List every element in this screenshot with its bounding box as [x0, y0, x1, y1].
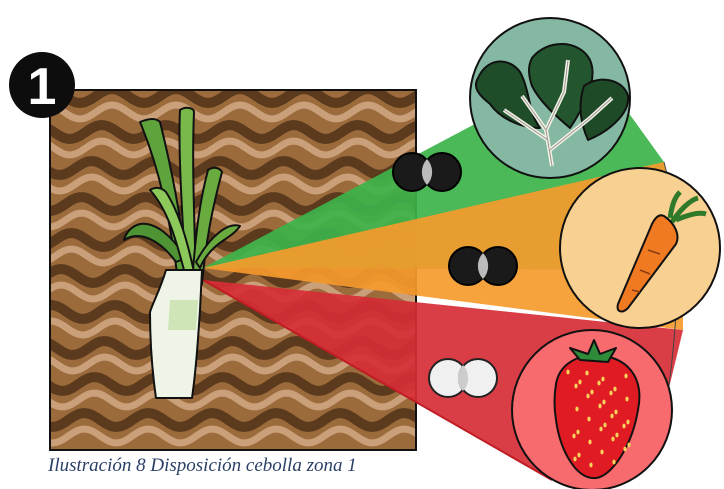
strawberry-seed [589, 463, 592, 468]
strawberry-seed [612, 460, 615, 465]
strawberry-seed [572, 434, 575, 439]
strawberry-seed [599, 427, 602, 432]
strawberry-seed [576, 430, 579, 435]
strawberry-seed [566, 370, 569, 375]
figure-caption: Ilustración 8 Disposición cebolla zona 1 [48, 455, 468, 477]
strawberry-seed [622, 424, 625, 429]
strawberry-seed [578, 380, 581, 385]
strawberry-seed [626, 420, 629, 425]
strawberry-seed [588, 440, 591, 445]
chard-circle [470, 18, 630, 178]
strawberry-seed [627, 443, 630, 448]
strawberry-seed [614, 410, 617, 415]
strawberry-seed [623, 447, 626, 452]
strawberry-seed [611, 437, 614, 442]
strawberry-seed [597, 381, 600, 386]
strawberry-seed [575, 407, 578, 412]
strawberry-seed [603, 423, 606, 428]
strawberry-seed [573, 457, 576, 462]
strawberry-circle [512, 330, 672, 489]
step-number-badge: 1 [9, 52, 75, 118]
strawberry-seed [600, 450, 603, 455]
strawberry-seed [609, 391, 612, 396]
step-number: 1 [28, 58, 57, 116]
carrot-circle [560, 168, 720, 328]
strawberry-seed [598, 404, 601, 409]
strawberry-seed [590, 390, 593, 395]
strawberry-seed [610, 414, 613, 419]
strawberry-seed [574, 384, 577, 389]
strawberry-seed [601, 377, 604, 382]
strawberry-seed [602, 400, 605, 405]
strawberry-seed [587, 417, 590, 422]
strawberry-seed [624, 374, 627, 379]
strawberry-seed [585, 371, 588, 376]
strawberry-seed [615, 433, 618, 438]
strawberry-seed [577, 453, 580, 458]
strawberry-seed [613, 387, 616, 392]
strawberry-seed [625, 397, 628, 402]
strawberry-seed [586, 394, 589, 399]
